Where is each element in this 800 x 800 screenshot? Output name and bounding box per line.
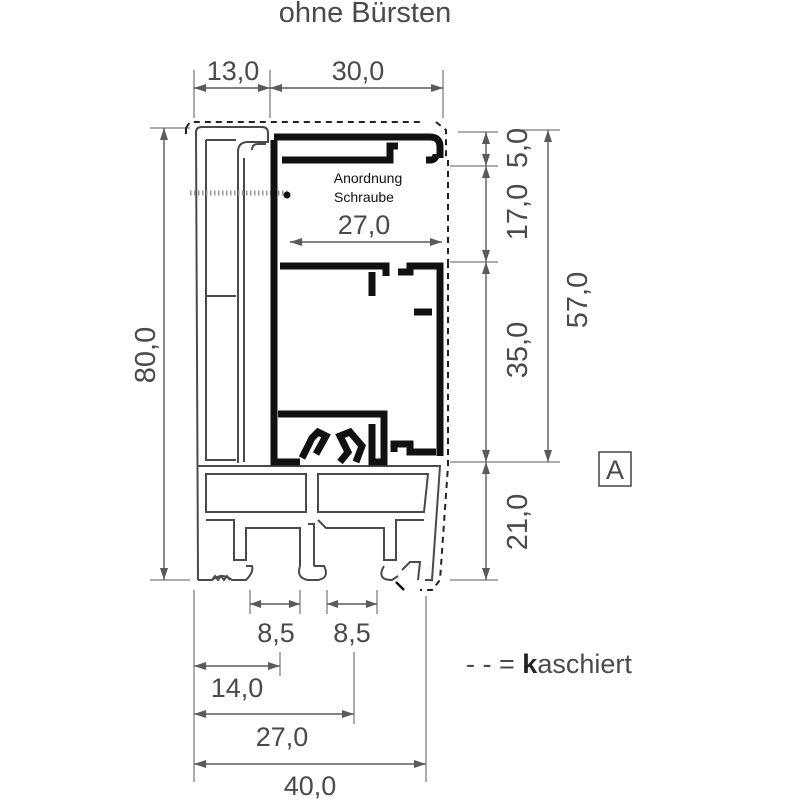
legend-text: - - = kaschiert [466, 649, 632, 679]
lamination-dashed-outline [185, 121, 449, 591]
inner-black-profile [270, 133, 444, 466]
dim-13: 13,0 [207, 56, 260, 86]
legend: - - = kaschiert [466, 649, 632, 679]
dim-35: 35,0 [502, 322, 534, 378]
height-dimension-group: 80,0 [130, 127, 190, 581]
dim-21: 21,0 [502, 494, 534, 550]
screw-hatch [190, 190, 291, 199]
legend-rest: aschiert [537, 649, 632, 679]
section-marker-label: A [606, 455, 624, 485]
dim-40: 40,0 [284, 771, 337, 800]
dim-14: 14,0 [211, 673, 264, 703]
annotation-line2: Schraube [334, 189, 394, 205]
dim-27-inner: 27,0 [338, 210, 391, 240]
drawing-title: ohne Bürsten [279, 0, 452, 29]
legend-bold-letter: k [522, 649, 538, 679]
dim-27-bottom: 27,0 [256, 722, 309, 752]
annotation-group: Anordnung Schraube 27,0 [290, 170, 442, 246]
dim-30: 30,0 [332, 56, 385, 86]
right-dimension-group: 5,0 17,0 35,0 57,0 21,0 [450, 128, 594, 581]
outer-frame-profile [194, 126, 442, 591]
top-dimension-group: 13,0 30,0 [193, 56, 444, 118]
dim-8-5-a: 8,5 [257, 618, 295, 648]
dim-57: 57,0 [562, 272, 594, 328]
dim-17: 17,0 [502, 184, 534, 240]
dim-5: 5,0 [502, 128, 534, 168]
section-marker: A [598, 451, 632, 487]
dim-80: 80,0 [130, 327, 162, 383]
legend-dash-symbol: - - = [466, 649, 515, 679]
bottom-dimension-group: 8,5 8,5 14,0 27,0 40,0 [193, 590, 427, 800]
annotation-line1: Anordnung [334, 170, 403, 186]
dim-8-5-b: 8,5 [333, 618, 371, 648]
